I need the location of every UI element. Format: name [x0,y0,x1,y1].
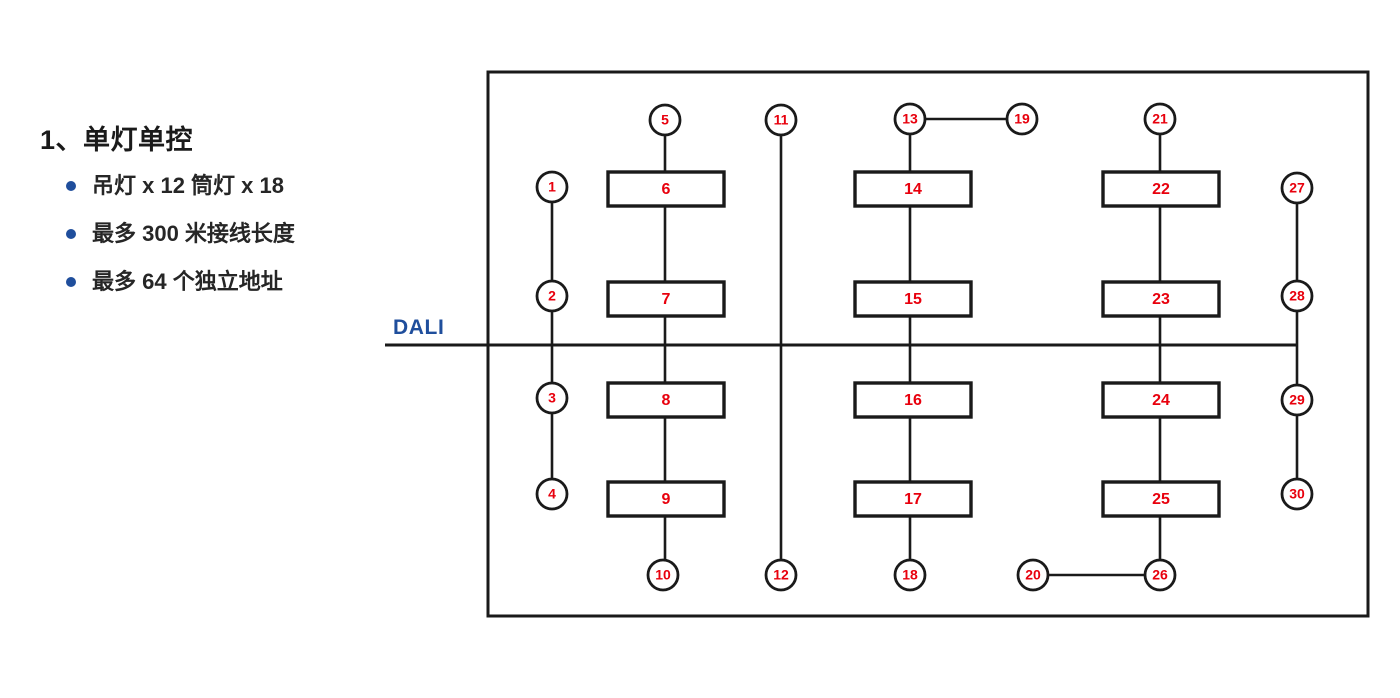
fixture-rect-label-6: 6 [662,181,671,198]
fixture-rect-15[interactable] [853,280,973,318]
fixture-rect-label-25: 25 [1152,491,1170,508]
bullet-label: 吊灯 x 12 筒灯 x 18 [92,173,284,198]
fixture-node-30[interactable] [1280,477,1314,511]
bullet-dot-icon [66,277,76,287]
fixture-rect-label-22: 22 [1152,181,1170,198]
fixture-rect-label-17: 17 [904,491,922,508]
connector-group [550,117,1299,577]
fixture-node-20[interactable] [1016,558,1050,592]
fixture-node-label-1: 1 [548,179,556,195]
fixture-rect-6[interactable] [606,170,726,208]
fixture-node-label-13: 13 [902,111,918,127]
fixture-node-1[interactable] [535,170,569,204]
fixture-node-10[interactable] [646,558,680,592]
fixture-rect-label-14: 14 [904,181,922,198]
fixture-node-label-3: 3 [548,390,556,406]
fixture-node-label-30: 30 [1289,486,1305,502]
fixture-rect-16[interactable] [853,381,973,419]
fixture-node-28[interactable] [1280,279,1314,313]
list-item: 吊灯 x 12 筒灯 x 18 [40,175,440,197]
bullet-dot-icon [66,181,76,191]
fixture-rect-label-23: 23 [1152,291,1170,308]
fixture-node-12[interactable] [764,558,798,592]
fixture-node-label-26: 26 [1152,567,1168,583]
fixture-node-label-21: 21 [1152,111,1168,127]
bullet-dot-icon [66,229,76,239]
fixture-rect-8[interactable] [606,381,726,419]
fixture-node-29[interactable] [1280,383,1314,417]
fixture-node-19[interactable] [1005,102,1039,136]
fixture-node-11[interactable] [764,103,798,137]
fixture-rect-24[interactable] [1101,381,1221,419]
fixture-rect-label-15: 15 [904,291,922,308]
fixture-node-26[interactable] [1143,558,1177,592]
fixture-rect-label-8: 8 [662,392,671,409]
list-item: 最多 64 个独立地址 [40,271,440,293]
fixture-rect-23[interactable] [1101,280,1221,318]
fixture-node-3[interactable] [535,381,569,415]
fixture-node-label-29: 29 [1289,392,1305,408]
fixture-node-label-2: 2 [548,288,556,304]
fixture-rect-9[interactable] [606,480,726,518]
fixture-node-label-28: 28 [1289,288,1305,304]
fixture-rect-17[interactable] [853,480,973,518]
fixture-rect-label-7: 7 [662,291,671,308]
dali-bus-label: DALI [393,316,445,339]
fixture-node-13[interactable] [893,102,927,136]
fixture-node-label-20: 20 [1025,567,1041,583]
fixture-node-label-11: 11 [774,112,789,128]
fixture-node-label-19: 19 [1014,111,1030,127]
list-item: 最多 300 米接线长度 [40,223,440,245]
fixture-rect-label-9: 9 [662,491,671,508]
fixture-node-18[interactable] [893,558,927,592]
fixture-node-27[interactable] [1280,171,1314,205]
page-title: 1、单灯单控 [40,125,194,155]
fixture-rect-label-16: 16 [904,392,922,409]
fixture-node-label-4: 4 [548,486,556,502]
fixture-node-label-18: 18 [902,567,918,583]
fixture-rect-group: 6 7 8 9 14 15 16 17 22 23 24 25 [606,170,1221,518]
fixture-node-label-27: 27 [1289,180,1305,196]
bullet-label: 最多 300 米接线长度 [92,221,295,246]
fixture-rect-7[interactable] [606,280,726,318]
fixture-node-label-12: 12 [773,567,789,583]
fixture-node-5[interactable] [648,103,682,137]
fixture-node-label-5: 5 [661,112,669,128]
fixture-node-4[interactable] [535,477,569,511]
fixture-rect-14[interactable] [853,170,973,208]
bullet-list: 吊灯 x 12 筒灯 x 18 最多 300 米接线长度 最多 64 个独立地址 [40,175,440,293]
bullet-label: 最多 64 个独立地址 [92,269,283,294]
text-panel: 1、单灯单控 吊灯 x 12 筒灯 x 18 最多 300 米接线长度 最多 6… [40,118,440,319]
fixture-node-2[interactable] [535,279,569,313]
fixture-rect-22[interactable] [1101,170,1221,208]
fixture-node-21[interactable] [1143,102,1177,136]
fixture-node-label-10: 10 [655,567,671,583]
fixture-rect-25[interactable] [1101,480,1221,518]
fixture-rect-label-24: 24 [1152,392,1170,409]
